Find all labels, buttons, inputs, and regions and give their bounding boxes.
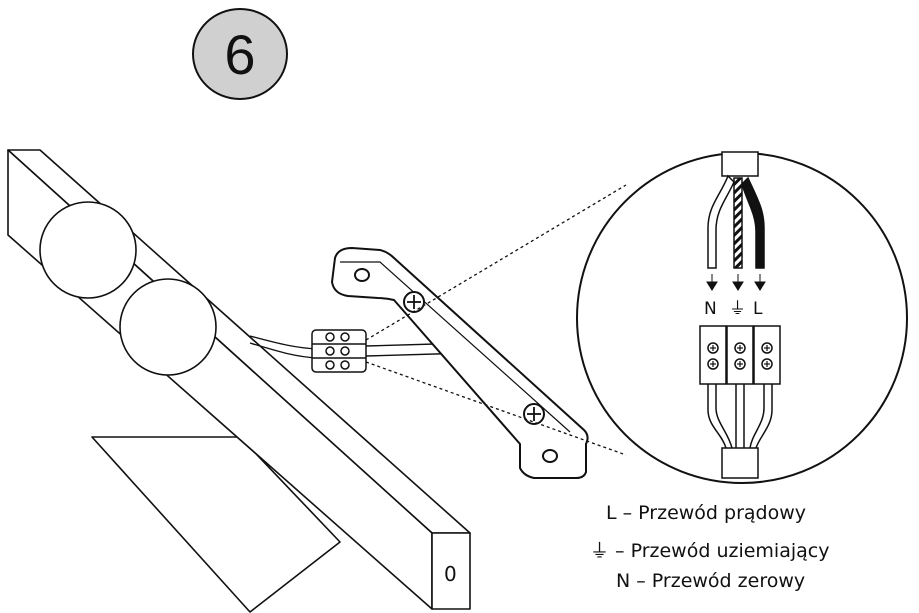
screw-crosses: [407, 295, 541, 421]
zoom-bottom-sheath: [721, 447, 759, 479]
step-number-badge: 6: [192, 8, 288, 100]
mounting-bracket: [331, 247, 589, 479]
legend-live: L – Przewód prądowy: [606, 502, 807, 524]
zoom-terminal-screw-crosses: [710, 345, 770, 367]
lamp-globe-right: [119, 278, 217, 376]
zoom-fixture-wires: [707, 384, 773, 449]
terminal-block: [311, 329, 367, 373]
legend-earth: ⏚ – Przewód uziemiający: [590, 540, 830, 562]
light-fixture-bar: [7, 149, 471, 613]
label-neutral: N: [704, 299, 717, 319]
bracket-hole-top: [354, 268, 370, 282]
wall-plate: [91, 436, 341, 613]
label-earth: ⏚: [729, 299, 746, 319]
bar-end-face: [431, 532, 471, 610]
insert-arrows: [706, 274, 766, 291]
bracket-hole-bottom: [542, 449, 558, 463]
bar-end-mark: 0: [444, 562, 457, 586]
zoom-detail-wiring: [707, 151, 765, 269]
zoom-terminal-block: [699, 325, 781, 385]
legend-neutral: N – Przewód zerowy: [616, 570, 806, 592]
zoom-leader-lines: [365, 184, 627, 456]
lamp-globe-left: [39, 201, 137, 299]
label-live: L: [753, 299, 763, 319]
